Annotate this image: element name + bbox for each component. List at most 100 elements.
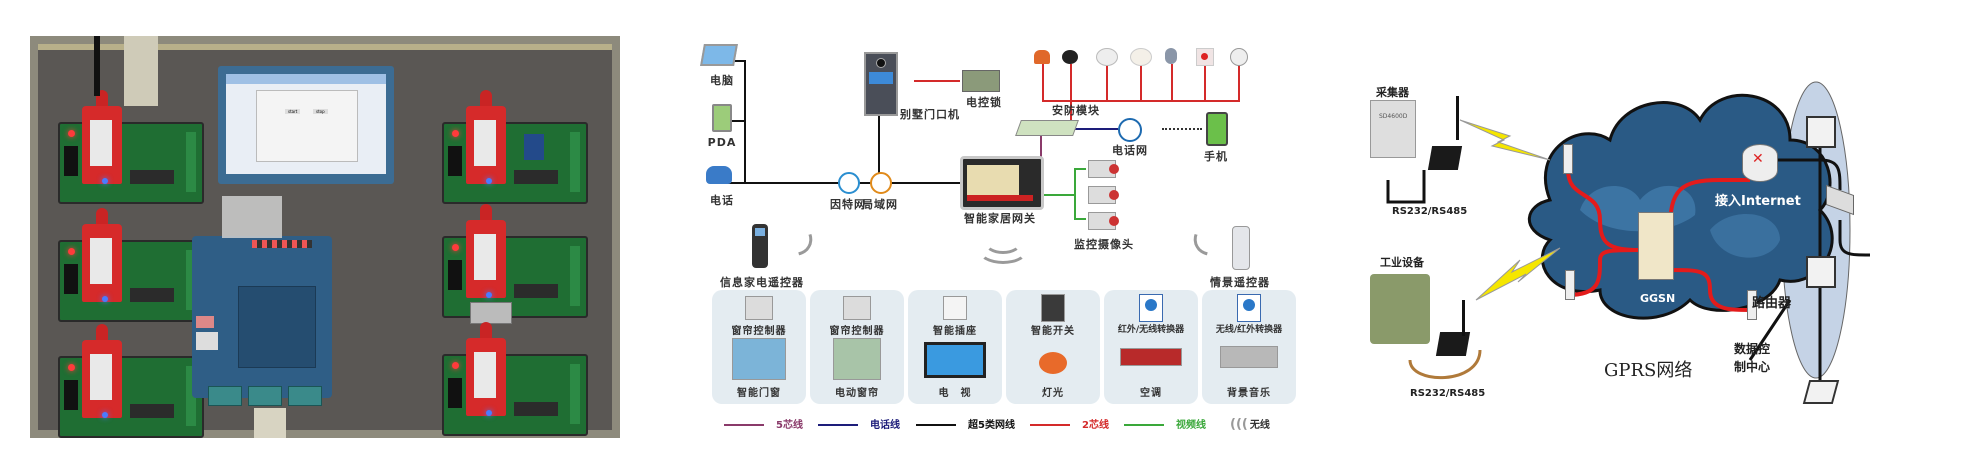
telephone-label: 电话 [710,194,734,207]
serial-cable [254,408,286,438]
phone-network-label: 电话网 [1112,144,1148,157]
interface-label-1: RS232/RS485 [1392,206,1468,217]
base-station-icon [1563,144,1573,174]
hardware-photo: start stop [30,36,620,438]
wireless-wave-icon [978,236,1028,264]
ethernet-backbone [728,182,996,184]
mobile-label: 手机 [1204,150,1228,163]
ethernet-port [196,332,218,350]
card-bottom-label: 背景音乐 [1227,388,1271,399]
lcd-dialog: start stop [256,90,358,162]
wireless-wave-icon [764,210,820,264]
smart-home-diagram: 安防模块 电话网 手机 电脑 PDA 电话 因特网 局域网 别墅门口机 电控锁 … [700,36,1300,446]
legend-swatch [1124,424,1164,426]
serial-port [248,386,282,406]
info-remote-icon [752,224,768,268]
lightning-icon [1475,247,1561,301]
interface-label-2: RS232/RS485 [1410,388,1486,399]
ggsn-label: GGSN [1640,292,1676,305]
smart-window-icon [732,338,786,380]
ggsn-server-icon [1638,212,1674,280]
security-module-icon [1015,120,1079,136]
antenna-icon [96,208,108,228]
device-card: 红外/无线转换器 空调 [1104,290,1198,404]
industrial-label: 工业设备 [1380,256,1424,269]
legend-item: 视频线 [1124,416,1206,431]
legend-item: 5芯线 [724,416,803,431]
internet-router-icon: ✕ [1742,144,1778,182]
telephone-icon [706,166,732,184]
collector-label: 采集器 [1376,86,1409,99]
lcd-start-button: start [285,109,301,114]
ir-converter-icon [1237,294,1261,322]
legend-item: (((无线 [1230,417,1270,432]
pda-label: PDA [707,136,737,149]
antenna-icon [1462,300,1465,336]
curtain-icon [833,338,881,380]
mobile-phone-icon [1206,112,1228,146]
serial-port [470,302,512,324]
pir-sensor-icon [1165,48,1177,64]
card-top-label: 窗帘控制器 [829,326,885,337]
device-card: 智能插座 电 视 [908,290,1002,404]
device-card: 窗帘控制器 电动窗帘 [810,290,904,404]
device-card: 智能开关 灯光 [1006,290,1100,404]
desktop-computer-icon [1806,256,1836,288]
smart-home-gateway-icon [960,156,1044,210]
electric-lock-icon [962,70,1000,92]
air-conditioner-icon [1120,348,1182,366]
security-module-label: 安防模块 [1052,104,1100,117]
curtain-switch-icon [843,296,871,320]
lan-label: 局域网 [862,198,898,211]
case-frame [30,36,620,438]
info-remote-label: 信息家电遥控器 [720,276,804,289]
base-station-icon [1565,270,1575,300]
laptop-icon [700,44,738,66]
data-center-label-1: 数据控 [1734,342,1771,356]
wireless-wave-icon: ((( [1230,417,1248,432]
music-player-icon [1220,346,1278,368]
antenna-icon [1456,96,1459,140]
collector-device-icon: SD4600D [1370,100,1416,158]
door-unit-label: 别墅门口机 [900,108,960,121]
door-sensor-icon [1230,48,1248,66]
card-bottom-label: 智能门窗 [737,388,781,399]
card-top-label: 智能插座 [933,326,977,337]
legend-item: 电话线 [818,416,900,431]
panic-button-icon [1196,48,1214,66]
serial-port [288,386,322,406]
lcd-touchscreen: start stop [218,66,394,184]
wireless-node [58,208,204,322]
internet-icon [838,172,860,194]
card-top-label: 窗帘控制器 [731,326,787,337]
card-top-label: 智能开关 [1031,326,1075,337]
lock-line [914,80,960,82]
card-top-label: 无线/红外转换器 [1215,325,1283,335]
computer-label: 电脑 [710,74,734,87]
router-arrows-icon: ✕ [1752,151,1764,167]
antenna-icon [480,322,492,342]
sensor-bus [1042,100,1240,102]
legend-swatch [916,424,956,426]
antenna-cable [94,36,100,96]
core-module [238,286,316,368]
data-center-label-2: 制中心 [1734,360,1771,374]
device-card: 无线/红外转换器 背景音乐 [1202,290,1296,404]
gas-detector-icon [1130,48,1152,66]
phone-network-icon [1118,118,1142,142]
legend-item: 超5类网线 [916,416,1015,431]
laptop-icon [1802,380,1840,404]
smart-switch-icon [1041,294,1065,322]
antenna-icon [480,90,492,110]
card-top-label: 红外/无线转换器 [1117,325,1185,335]
card-bottom-label: 电动窗帘 [835,388,879,399]
desktop-computer-icon [1806,116,1836,148]
antenna-icon [96,324,108,344]
tv-icon [924,342,986,378]
camera-icon [1088,186,1119,204]
ribbon-cable [222,196,282,238]
card-bottom-label: 灯光 [1042,388,1064,399]
lamp-icon [1039,352,1067,374]
lcd-title-bar [226,74,386,84]
internet-label: 因特网 [830,198,866,211]
